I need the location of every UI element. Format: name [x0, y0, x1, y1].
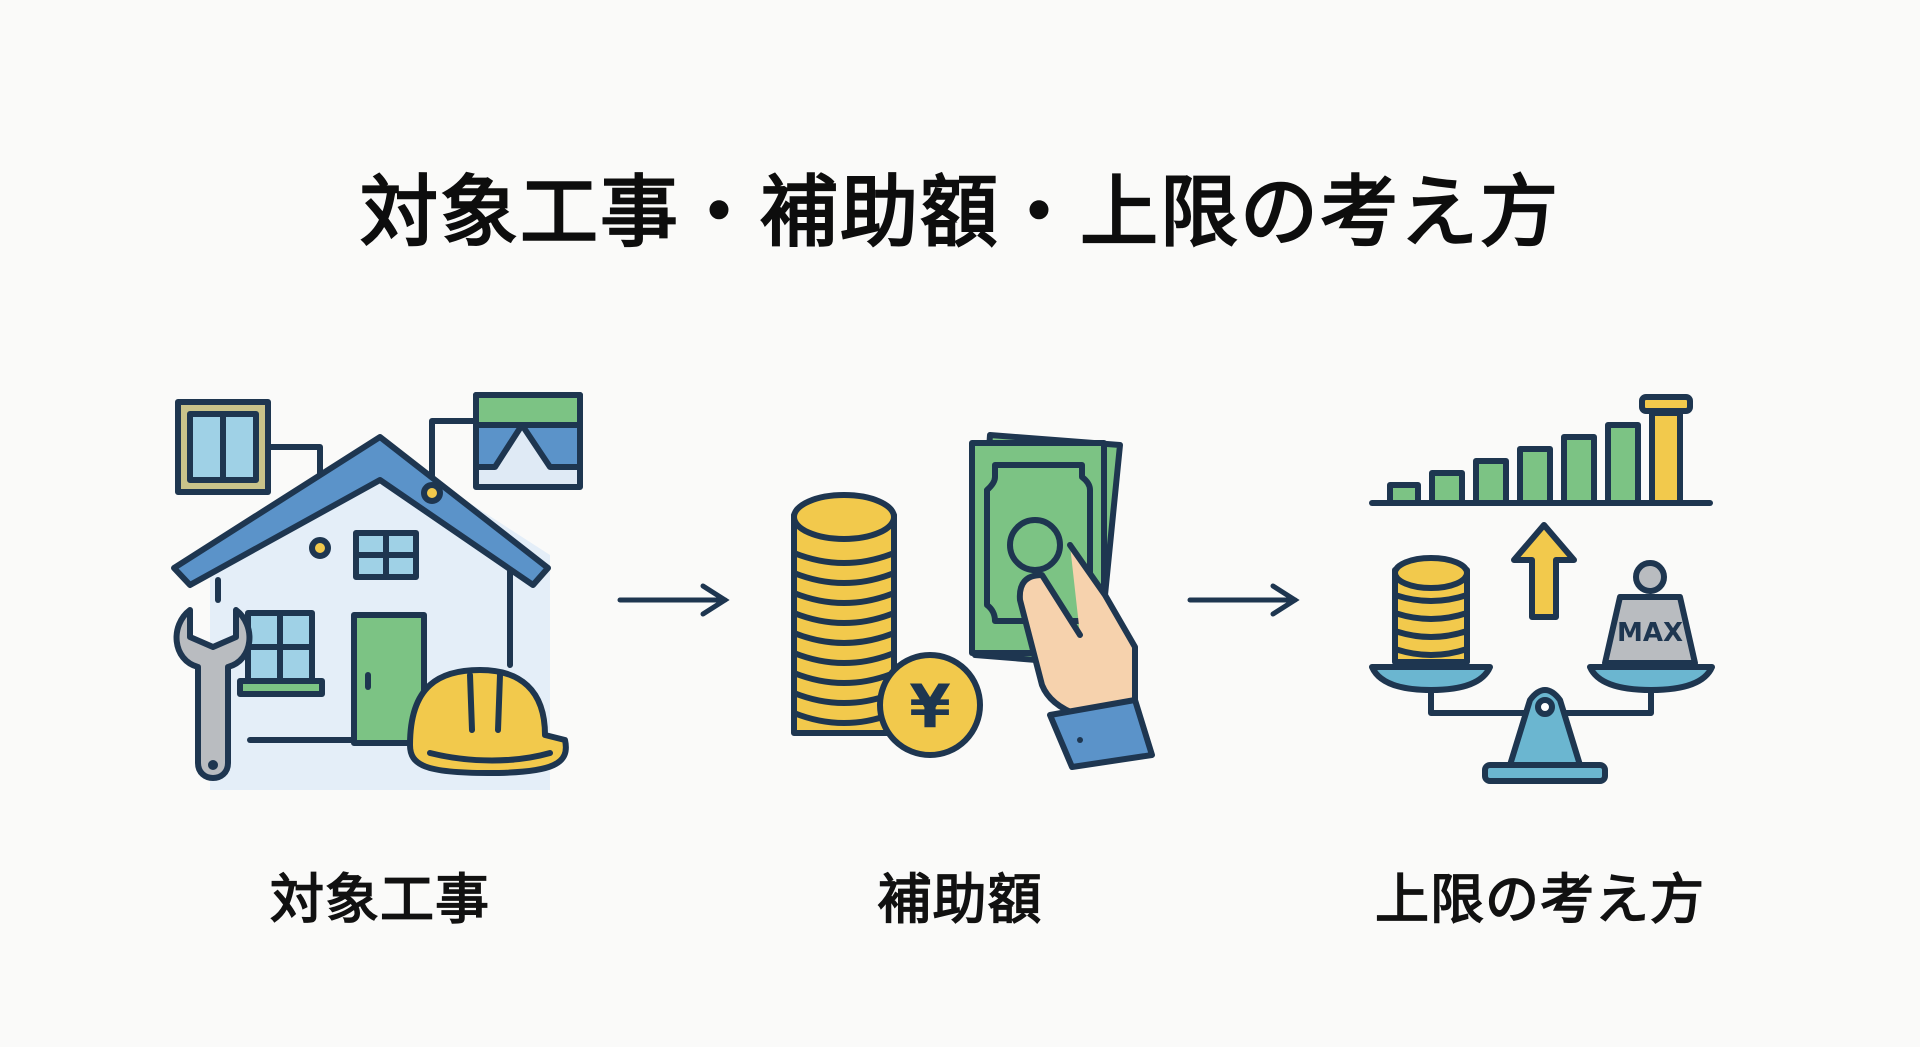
step-label-subsidy-amount: 補助額 — [877, 868, 1043, 931]
arrow-right-icon — [617, 583, 730, 617]
money-subsidy-icon: ¥ — [791, 432, 1155, 770]
page-title: 対象工事・補助額・上限の考え方 — [359, 168, 1560, 258]
step-label-upper-limit: 上限の考え方 — [1375, 868, 1705, 931]
balance-max-limit-icon: MAX — [1369, 394, 1715, 784]
max-label: MAX — [1617, 618, 1683, 648]
house-renovation-icon — [171, 392, 583, 790]
yen-symbol: ¥ — [909, 672, 951, 742]
step-label-target-work: 対象工事 — [270, 868, 490, 931]
arrow-right-icon — [1187, 583, 1300, 617]
